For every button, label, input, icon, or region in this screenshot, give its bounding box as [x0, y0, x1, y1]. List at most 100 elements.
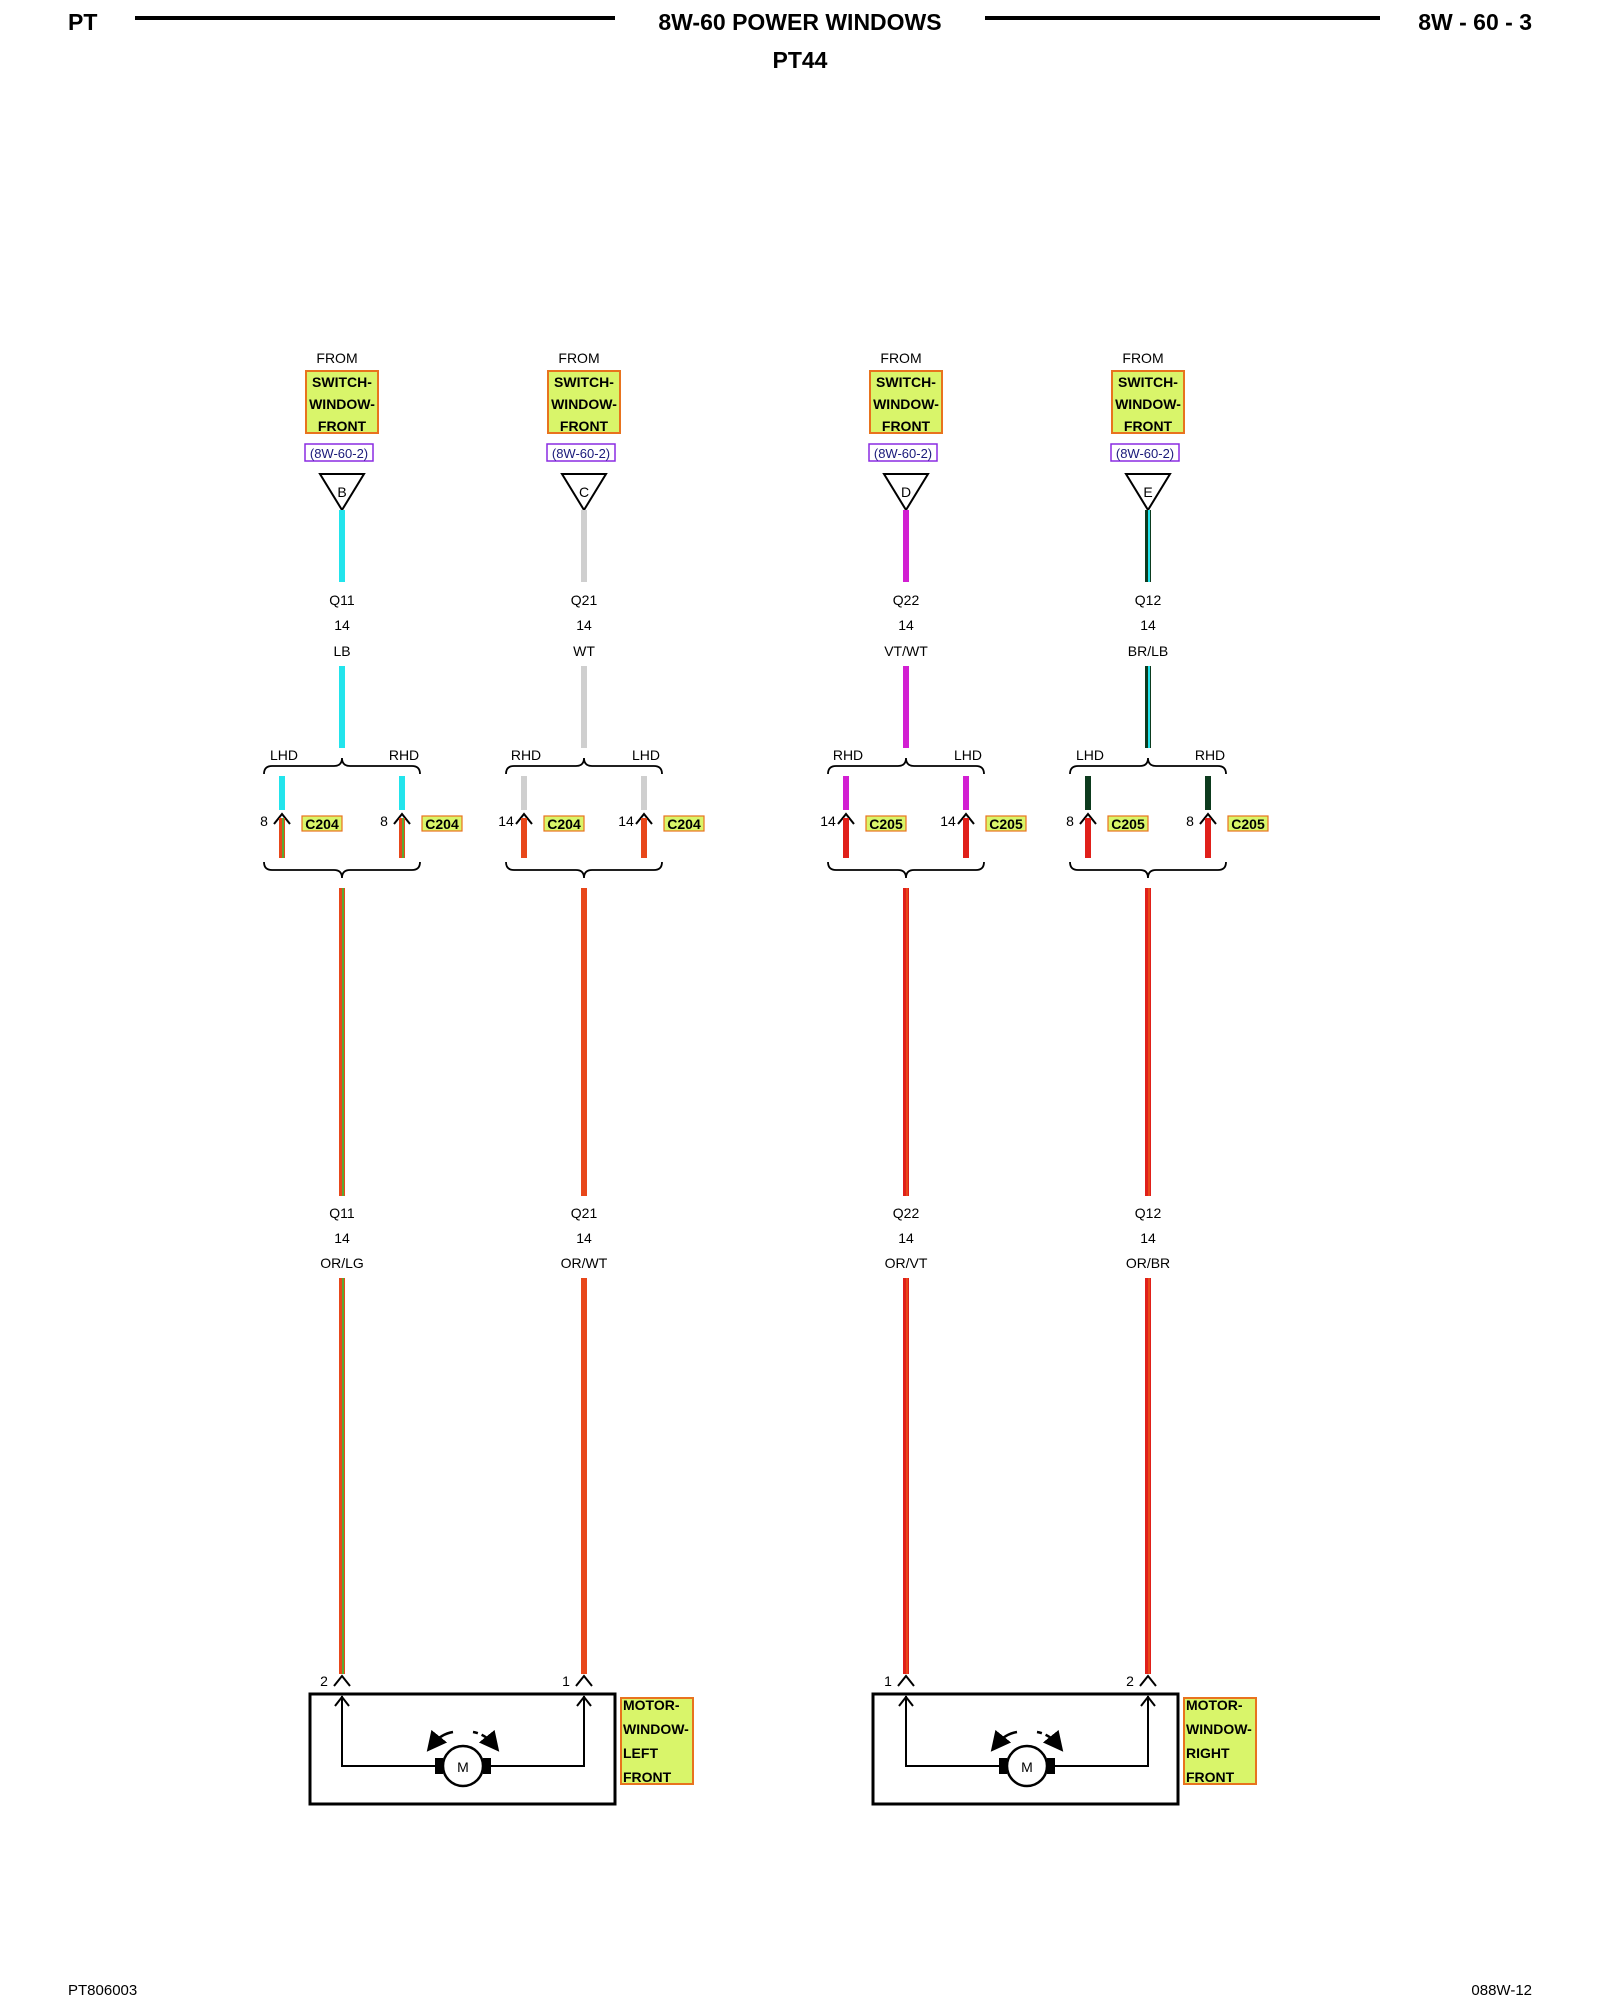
- footer-right: 088W-12: [1471, 1982, 1532, 1999]
- branch-left: 8 C204: [260, 776, 343, 858]
- lower-circuit-id: Q11: [329, 1205, 355, 1221]
- branch-wire-bottom: [399, 818, 405, 858]
- connector-name-box: [1107, 815, 1149, 832]
- lower-wire: [903, 888, 909, 1196]
- source-label-line: FRONT: [560, 418, 609, 434]
- source-label-line: SWITCH-: [312, 374, 372, 390]
- motor-pin-number: 2: [1126, 1673, 1134, 1689]
- motor-lead: [1053, 1696, 1149, 1767]
- motor-symbol-circle: [441, 1744, 485, 1788]
- connector-name-box: [985, 815, 1027, 832]
- source-label-line: FRONT: [1124, 418, 1173, 434]
- connector-pin-number: 14: [618, 813, 634, 829]
- source-label-line: FRONT: [318, 418, 367, 434]
- ref-box[interactable]: [546, 443, 616, 462]
- source-label-line: WINDOW-: [1115, 396, 1181, 412]
- source-label-line: WINDOW-: [873, 396, 939, 412]
- branch-left: 14 C205: [820, 776, 907, 858]
- motor-brush: [1047, 1758, 1055, 1774]
- connector-name-box: [301, 815, 343, 832]
- connector-pin-letter: E: [1143, 484, 1152, 500]
- connector-pin-number: 14: [820, 813, 836, 829]
- connector-chevron: [635, 812, 653, 825]
- connector-name: C204: [305, 816, 339, 832]
- upper-color-code: BR/LB: [1128, 643, 1168, 659]
- split-bracket-bottom: [505, 861, 663, 879]
- split-right-label: LHD: [632, 747, 660, 763]
- split-left-label: RHD: [833, 747, 863, 763]
- motor-pin-chevron: [898, 1695, 914, 1707]
- ref-box[interactable]: [868, 443, 938, 462]
- upper-color-code: WT: [573, 643, 595, 659]
- motor-pin-number: 1: [884, 1673, 892, 1689]
- connector-pin-number: 14: [498, 813, 514, 829]
- motor-label-line: FRONT: [1186, 1769, 1235, 1785]
- ref-link: (8W-60-2): [874, 446, 932, 461]
- motor-symbol-letter: M: [457, 1759, 469, 1775]
- connector-triangle: [560, 473, 608, 512]
- connector-name-box: [1227, 815, 1269, 832]
- upper-circuit-id: Q21: [571, 592, 598, 608]
- lower-gauge: 14: [334, 1230, 350, 1246]
- connector-pin-number: 8: [1186, 813, 1194, 829]
- circuit-columns: FROMSWITCH-WINDOW-FRONT(8W-60-2)BQ1114LB…: [260, 350, 1269, 1689]
- connector-pin-letter: C: [579, 484, 589, 500]
- rotation-arrow-cw: [1036, 1729, 1064, 1752]
- ref-link: (8W-60-2): [552, 446, 610, 461]
- upper-gauge: 14: [1140, 617, 1156, 633]
- split-bracket-bottom: [263, 861, 421, 879]
- split-left-label: RHD: [511, 747, 541, 763]
- upper-gauge: 14: [898, 617, 914, 633]
- upper-color-code: VT/WT: [884, 643, 928, 659]
- connector-name: C205: [869, 816, 903, 832]
- motor-label-line: WINDOW-: [623, 1721, 689, 1737]
- split-right-label: LHD: [954, 747, 982, 763]
- motor-brush: [483, 1758, 491, 1774]
- connector-pin-number: 8: [380, 813, 388, 829]
- motor-lead: [341, 1696, 437, 1767]
- source-label-line: FRONT: [882, 418, 931, 434]
- header-subtitle: PT44: [773, 47, 828, 73]
- connector-chevron: [1199, 812, 1217, 825]
- connector-chevron: [957, 812, 975, 825]
- source-label-box: [547, 370, 621, 434]
- lower-color-code: OR/BR: [1126, 1255, 1170, 1271]
- motor-pin-chevron: [575, 1674, 593, 1687]
- connector-chevron: [393, 812, 411, 825]
- lower-gauge: 14: [576, 1230, 592, 1246]
- ref-box[interactable]: [1110, 443, 1180, 462]
- lower-circuit-id: Q12: [1135, 1205, 1162, 1221]
- motor-label-line: WINDOW-: [1186, 1721, 1252, 1737]
- motor-brush: [999, 1758, 1007, 1774]
- connector-pin-number: 14: [940, 813, 956, 829]
- connector-triangle: [318, 473, 366, 512]
- window-motors: M MOTOR- WINDOW- LEFT FRONTMMOTOR-WINDOW-RIG…: [308, 1692, 1257, 1806]
- source-label-box: [305, 370, 379, 434]
- lower-gauge: 14: [1140, 1230, 1156, 1246]
- split-bracket-bottom: [827, 861, 985, 879]
- motor-label-line: MOTOR-: [623, 1697, 680, 1713]
- source-label-box: [869, 370, 943, 434]
- lower-wire: [1145, 888, 1151, 1196]
- motor-label-box: [620, 1697, 694, 1785]
- split-bracket-top: [263, 757, 421, 775]
- upper-wire: [1145, 510, 1151, 582]
- upper-gauge: 14: [576, 617, 592, 633]
- lower-gauge: 14: [898, 1230, 914, 1246]
- source-label-line: SWITCH-: [1118, 374, 1178, 390]
- connector-pin-number: 8: [260, 813, 268, 829]
- rotation-arrow-ccw: [990, 1729, 1018, 1752]
- connector-chevron: [515, 812, 533, 825]
- motor-label-line: LEFT: [623, 1745, 658, 1761]
- lower-circuit-id: Q21: [571, 1205, 598, 1221]
- source-label-box: [1111, 370, 1185, 434]
- ref-box[interactable]: [304, 443, 374, 462]
- connector-name-box: [865, 815, 907, 832]
- split-bracket-top: [827, 757, 985, 775]
